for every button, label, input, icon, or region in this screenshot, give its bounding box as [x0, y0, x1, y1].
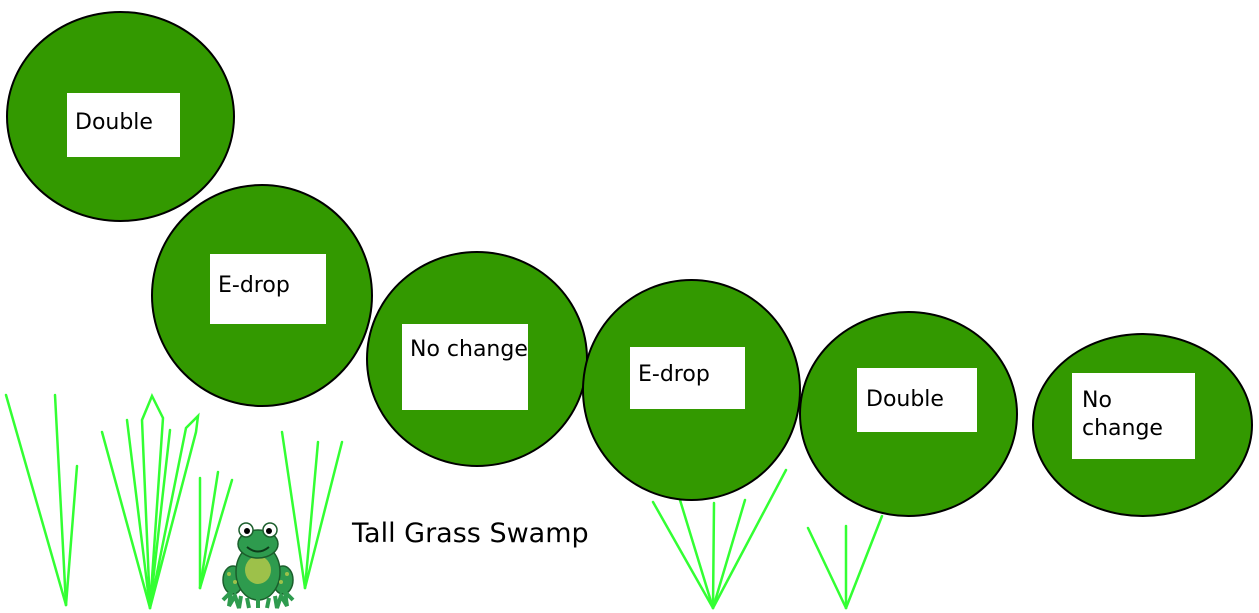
- lily-pad-label: No change: [402, 324, 528, 410]
- lily-pad-label: Double: [857, 368, 977, 432]
- lily-pad-4[interactable]: E-drop: [582, 279, 801, 501]
- lily-pad-label: E-drop: [630, 347, 745, 409]
- lily-pad-2[interactable]: E-drop: [151, 184, 373, 407]
- lily-pad-label: No change: [1072, 373, 1195, 459]
- frog-icon: [221, 522, 295, 609]
- scene-title: Tall Grass Swamp: [352, 518, 589, 549]
- lily-pad-label: Double: [67, 93, 180, 157]
- lily-pad-label: E-drop: [210, 254, 326, 324]
- lily-pad-3[interactable]: No change: [366, 251, 588, 467]
- lily-pad-1[interactable]: Double: [6, 11, 235, 222]
- lily-pad-5[interactable]: Double: [799, 311, 1018, 517]
- lily-pad-6[interactable]: No change: [1032, 333, 1253, 517]
